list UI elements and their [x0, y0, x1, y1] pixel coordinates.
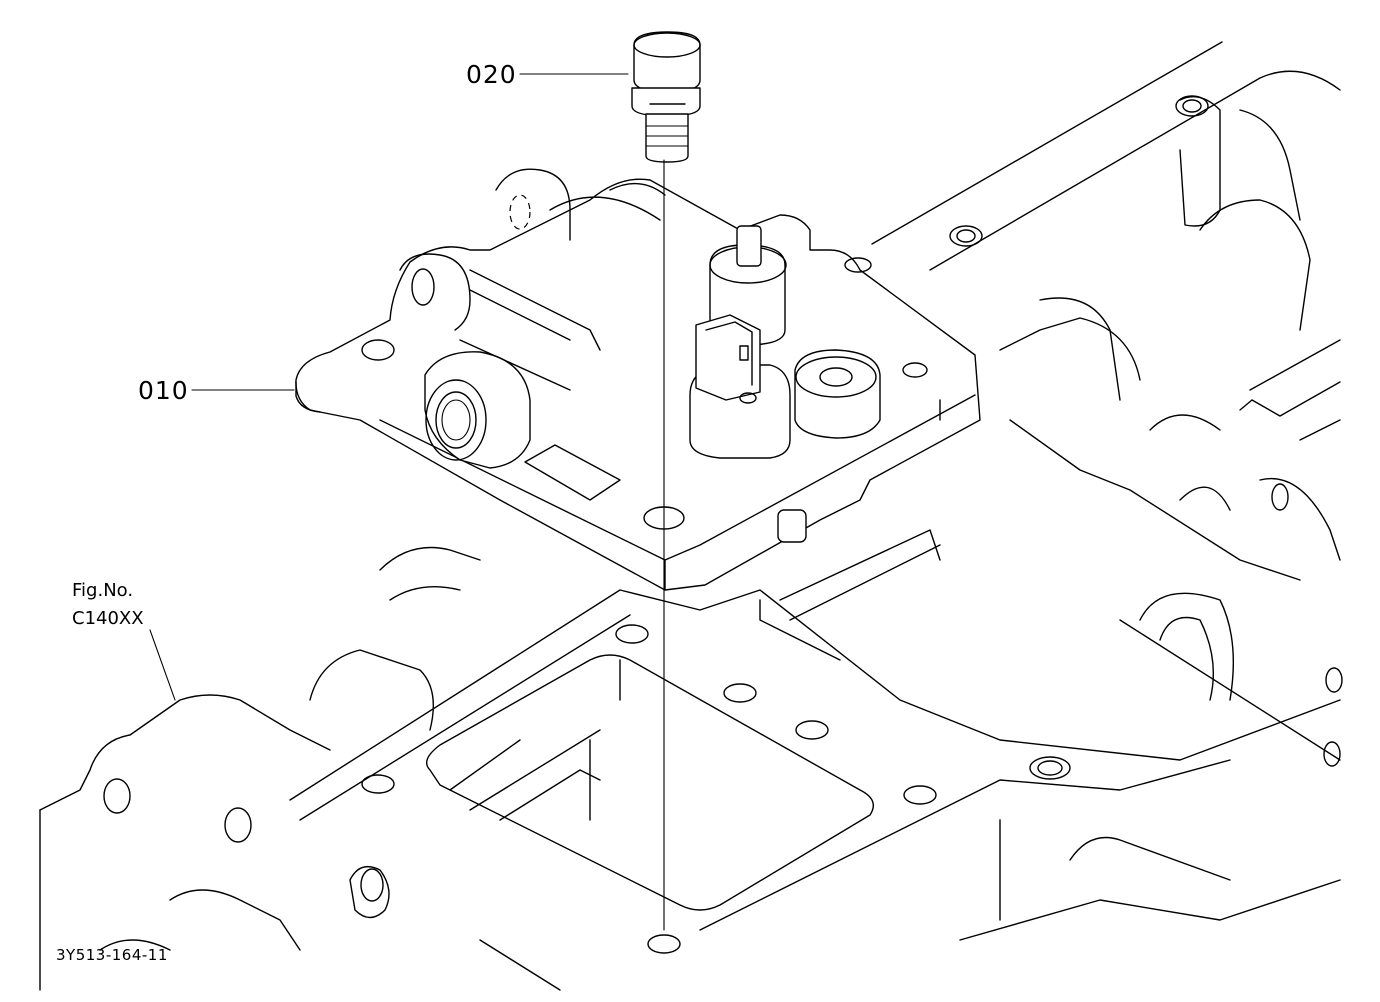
figure-number: C140XX [72, 608, 144, 629]
callout-label-020: 020 [466, 60, 517, 89]
drawing-code: 3Y513-164-11 [56, 946, 168, 964]
plug-bolt-020 [631, 31, 701, 163]
transmission-case [39, 41, 1343, 991]
callout-label-010: 010 [138, 376, 189, 405]
leader-line-fig [149, 629, 176, 701]
figure-label: Fig.No. [72, 580, 134, 601]
valve-body-010 [295, 168, 981, 591]
